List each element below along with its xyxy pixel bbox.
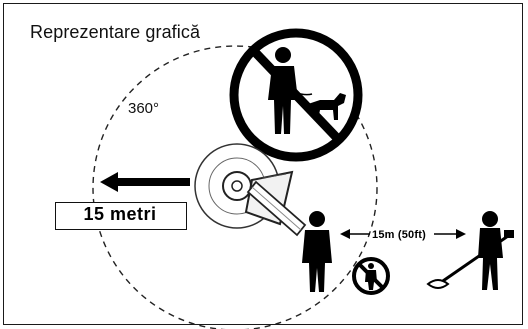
bystander-icon xyxy=(302,211,332,292)
small-no-people-sign-icon xyxy=(352,257,390,295)
distance-box xyxy=(55,202,187,230)
distance-label: 15 metri xyxy=(83,204,157,224)
separation-label: 15m (50ft) xyxy=(372,229,426,241)
separation-arrow xyxy=(340,229,466,239)
direction-arrow-icon xyxy=(100,172,190,192)
trimmer-operator-icon xyxy=(426,211,514,290)
diagram-title: Reprezentare grafică xyxy=(30,22,201,42)
angle-label: 360° xyxy=(128,100,160,117)
no-people-no-pets-sign-icon xyxy=(229,28,363,162)
hazard-zone-circle xyxy=(92,45,378,329)
trimmer-head-icon xyxy=(194,143,307,237)
diagram-frame xyxy=(3,3,523,325)
